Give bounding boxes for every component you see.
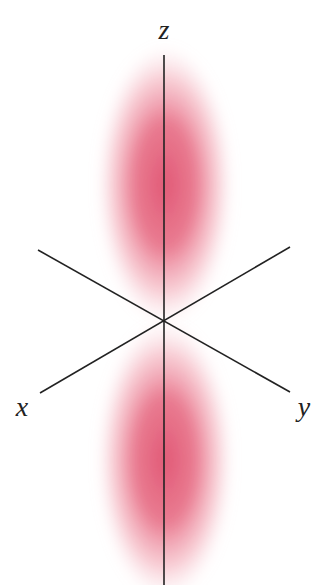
upper-lobe — [97, 45, 233, 325]
axis-label: x — [16, 393, 28, 421]
axis-label: y — [298, 393, 310, 421]
lower-lobe — [97, 320, 233, 585]
axis-label: z — [159, 16, 170, 44]
y-axis — [38, 250, 290, 392]
